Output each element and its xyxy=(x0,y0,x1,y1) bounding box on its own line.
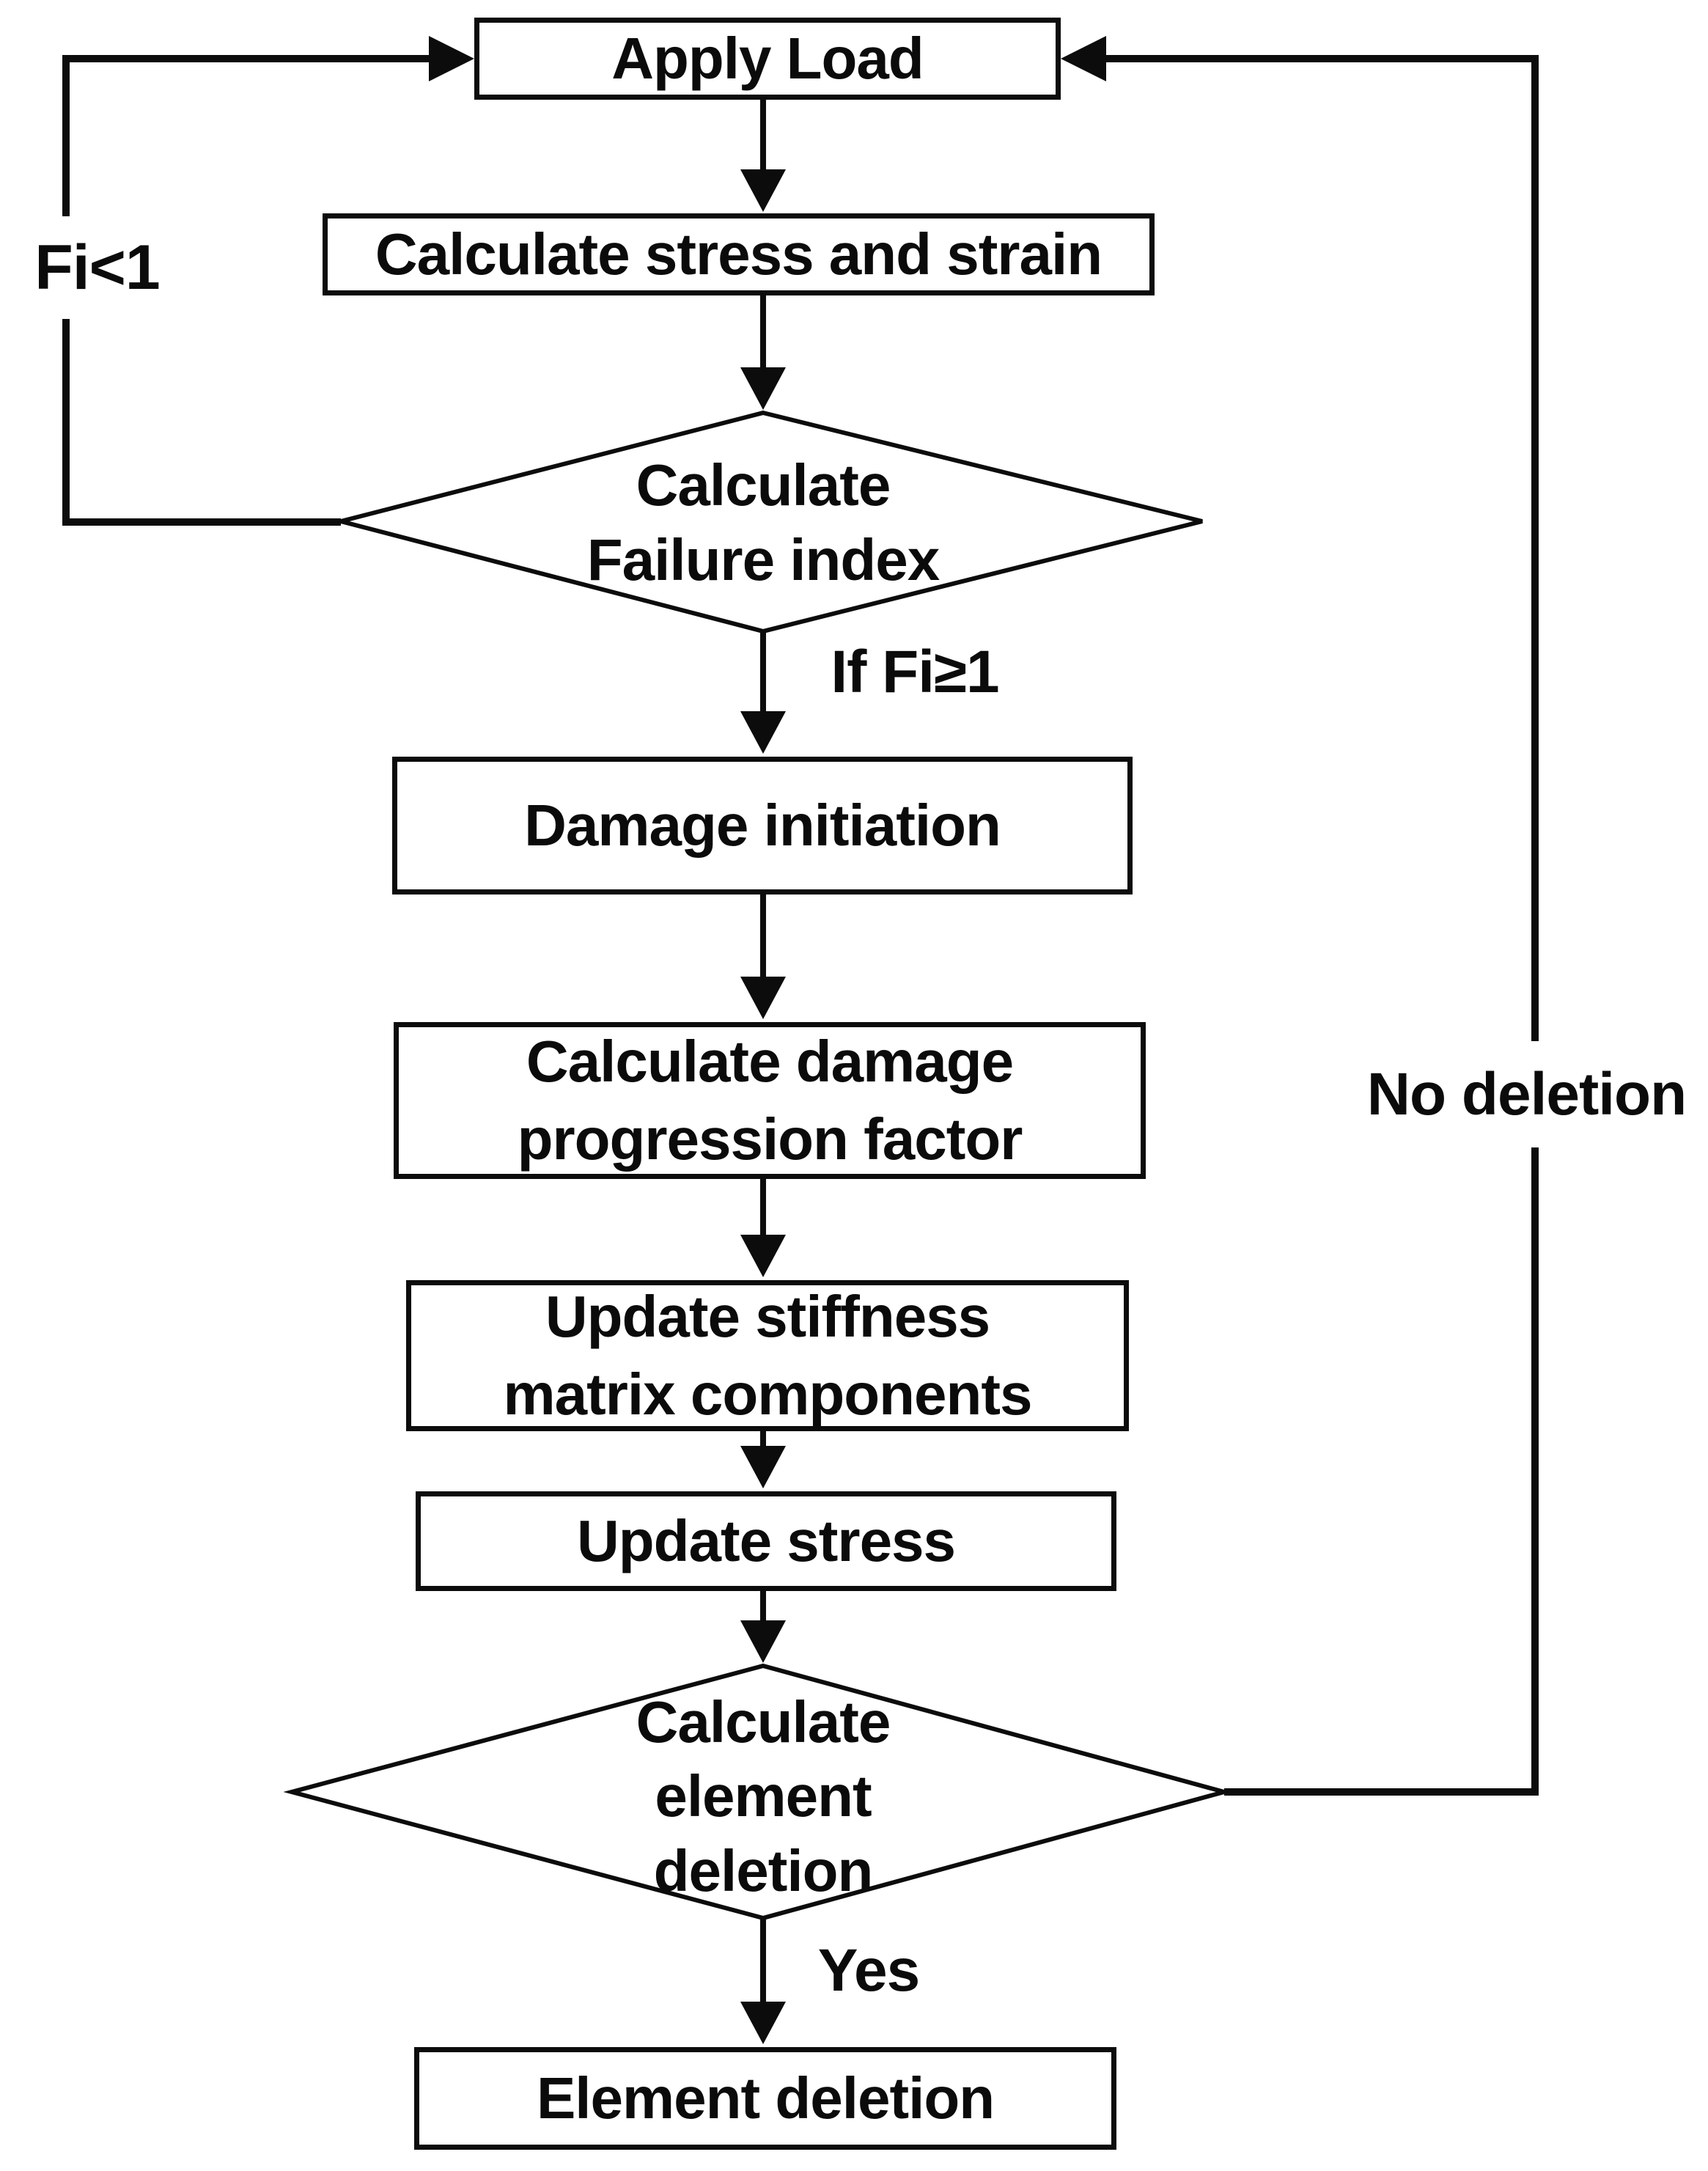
update-stress-node: Update stress xyxy=(416,1491,1116,1591)
element-deletion-decision-label: Calculate element deletion xyxy=(543,1686,983,1906)
damage-progression-label-line2: progression factor xyxy=(517,1106,1023,1172)
element-deletion-decision-line1: Calculate xyxy=(636,1689,891,1755)
failure-index-decision-label: Calculate Failure index xyxy=(543,449,983,596)
edge-label-no-deletion: No deletion xyxy=(1345,1041,1708,1147)
edge-stress-to-failure-index xyxy=(740,295,786,410)
damage-initiation-node: Damage initiation xyxy=(392,757,1133,895)
element-deletion-decision-line2: element xyxy=(655,1763,872,1829)
edge-label-yes: Yes xyxy=(803,1936,935,2005)
edge-label-if-fi-greater-equal-1: If Fi≥1 xyxy=(805,636,1025,708)
update-stress-label: Update stress xyxy=(576,1508,956,1574)
edge-apply-to-stress xyxy=(740,100,786,212)
apply-load-node: Apply Load xyxy=(474,18,1061,100)
edge-deletion-check-to-element-deletion xyxy=(740,1918,786,2044)
failure-index-label-line1: Calculate xyxy=(636,452,891,518)
apply-load-label: Apply Load xyxy=(611,26,924,92)
edge-label-fi-less-than-1: Fi<1 xyxy=(7,216,187,319)
edge-update-stress-to-deletion-check xyxy=(740,1591,786,1663)
edge-failure-index-to-damage-initiation xyxy=(740,631,786,754)
update-stiffness-node: Update stiffness matrix components xyxy=(406,1280,1129,1431)
calculate-stress-strain-label: Calculate stress and strain xyxy=(375,221,1103,287)
damage-progression-node: Calculate damage progression factor xyxy=(394,1022,1146,1179)
element-deletion-diamond-shape xyxy=(283,1663,1233,1921)
element-deletion-label: Element deletion xyxy=(536,2065,995,2131)
element-deletion-node: Element deletion xyxy=(414,2047,1116,2150)
edge-stiffness-to-update-stress xyxy=(740,1431,786,1488)
failure-index-diamond-shape xyxy=(332,410,1203,634)
failure-index-label-line2: Failure index xyxy=(586,527,940,592)
update-stiffness-label-line1: Update stiffness xyxy=(545,1284,990,1350)
damage-initiation-label: Damage initiation xyxy=(524,793,1001,859)
edge-damage-initiation-to-progression xyxy=(740,895,786,1019)
edge-no-deletion-arrowhead-icon xyxy=(1061,36,1106,81)
update-stiffness-label-line2: matrix components xyxy=(503,1362,1033,1427)
edge-no-deletion-loop xyxy=(1106,55,1539,1796)
calculate-stress-strain-node: Calculate stress and strain xyxy=(323,213,1155,295)
element-deletion-decision-line3: deletion xyxy=(653,1837,874,1903)
damage-progression-label-line1: Calculate damage xyxy=(526,1029,1014,1095)
edge-fi-lt-1-arrowhead-icon xyxy=(429,36,474,81)
edge-progression-to-stiffness xyxy=(740,1179,786,1277)
